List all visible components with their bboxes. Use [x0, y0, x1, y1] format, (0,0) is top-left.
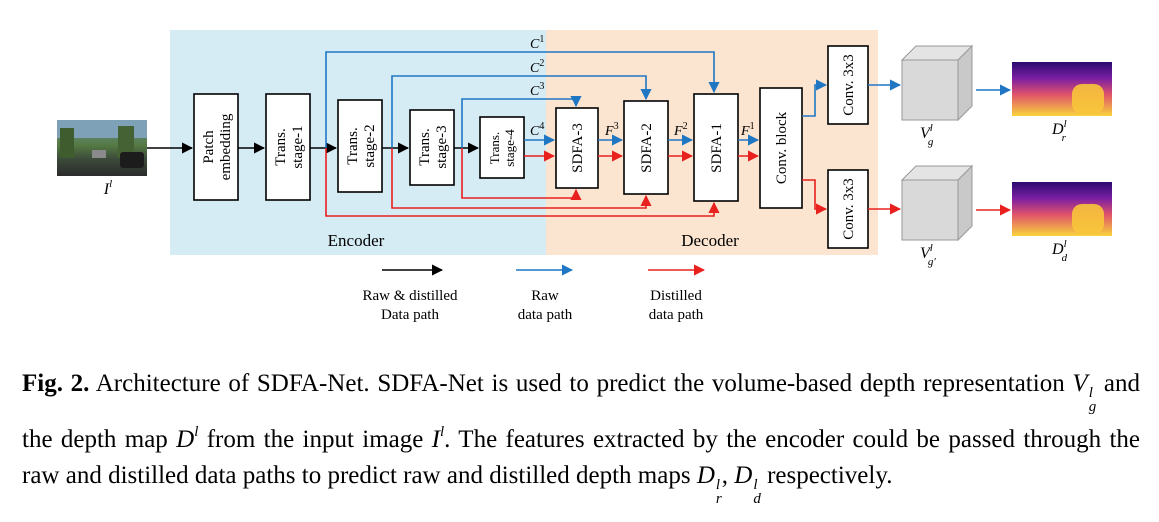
caption-math-i-sup: l — [440, 424, 445, 440]
depth-map-distilled-image — [1012, 182, 1112, 236]
conv-3x3-top-label: Conv. 3x3 — [841, 54, 857, 116]
f2-label: F2 — [673, 121, 688, 139]
sdfa-2-label: SDFA-2 — [639, 123, 655, 173]
sdfa-3-block — [555, 107, 599, 189]
caption-math-dr-sup: l — [715, 477, 721, 493]
decoder-label: Decoder — [681, 231, 739, 250]
input-label: Il — [103, 178, 112, 198]
trans-stage-1-label-2: stage-1 — [290, 125, 306, 168]
svg-text:Trans.stage-1: Trans.stage-1 — [273, 125, 306, 168]
raw-data-paths — [325, 51, 1012, 148]
figure-number: Fig. 2. — [22, 370, 90, 397]
caption-math-i: I — [431, 426, 440, 453]
patch-embedding-block — [193, 93, 239, 201]
patch-embedding-label-2: embedding — [218, 113, 234, 180]
caption-math-v-sub: g — [1088, 399, 1097, 415]
caption-math-dr: D — [696, 462, 715, 489]
svg-text:Trans.stage-4: Trans.stage-4 — [487, 129, 517, 167]
conv-3x3-bottom-label: Conv. 3x3 — [841, 178, 857, 240]
sdfa-3-label: SDFA-3 — [570, 123, 586, 173]
trans-stage-1-label-1: Trans. — [273, 128, 289, 165]
c2-label: C2 — [530, 58, 544, 76]
trans-stage-3-block — [409, 109, 455, 186]
caption-text-2: and the depth map — [22, 370, 1140, 453]
legend-red-line-1: Distilled — [650, 288, 702, 304]
conv-block-label: Conv. block — [774, 111, 790, 184]
caption-math-v-sup: l — [1088, 385, 1093, 401]
svg-text:Patchembedding: Patchembedding — [201, 113, 234, 180]
trans-stage-3-label-2: stage-3 — [434, 125, 450, 168]
caption-sep: , — [721, 462, 735, 489]
legend-red-line-2: data path — [649, 307, 704, 323]
conv-block — [759, 87, 803, 209]
legend-black-line-1: Raw & distilled — [363, 288, 458, 304]
caption-text-3: from the input image — [198, 426, 432, 453]
trans-stage-1-block — [265, 93, 311, 201]
caption-text-1: Architecture of SDFA-Net. SDFA-Net is us… — [95, 370, 1073, 397]
encoder-label: Encoder — [328, 231, 385, 250]
sdfa-2-block — [623, 100, 669, 195]
c4-label: C4 — [530, 121, 544, 139]
trans-stage-2-label-2: stage-2 — [362, 124, 378, 167]
sdfa-1-block — [693, 93, 739, 202]
caption-math-dd-sup: l — [753, 477, 758, 493]
trans-stage-2-block — [337, 99, 383, 193]
volume-vgp-cube — [900, 164, 974, 242]
trans-stage-2-label-1: Trans. — [345, 127, 361, 164]
caption-text-4: . The features extracted by the encoder … — [22, 426, 1140, 489]
legend-black-line-2: Data path — [381, 307, 439, 323]
caption-math-dr-sub: r — [715, 491, 722, 507]
sdfa-1-label: SDFA-1 — [709, 123, 725, 173]
caption-math-v: V — [1072, 370, 1088, 397]
c3-label: C3 — [530, 81, 544, 99]
caption-math-dd: D — [734, 462, 753, 489]
caption-math-d: D — [176, 426, 195, 453]
trans-stage-3-label-1: Trans. — [417, 128, 433, 165]
distilled-data-paths — [325, 148, 1012, 217]
patch-embedding-label-1: Patch — [201, 130, 217, 164]
caption-math-dd-sub: d — [753, 491, 761, 507]
trans-stage-4-block — [479, 116, 525, 179]
c1-label: C1 — [530, 34, 544, 52]
conv-3x3-bottom-block — [827, 169, 869, 249]
f1-label: F1 — [740, 121, 755, 139]
trans-stage-4-label-2: stage-4 — [502, 129, 517, 167]
volume-vg-cube — [900, 44, 974, 122]
svg-text:Trans.stage-2: Trans.stage-2 — [345, 124, 378, 167]
trans-stage-4-label-1: Trans. — [487, 132, 502, 164]
legend-blue-line-2: data path — [518, 307, 573, 323]
legend-blue-line-1: Raw — [531, 288, 559, 304]
architecture-diagram: Encoder Decoder Il Patchembedding Trans.… — [57, 30, 1112, 323]
input-image — [57, 120, 147, 176]
depth-map-raw-image — [1012, 62, 1112, 116]
svg-text:Trans.stage-3: Trans.stage-3 — [417, 125, 450, 168]
figure-caption: Fig. 2. Architecture of SDFA-Net. SDFA-N… — [22, 366, 1140, 507]
caption-text-5: respectively. — [760, 462, 893, 489]
caption-math-d-sup: l — [194, 424, 199, 440]
f3-label: F3 — [604, 121, 619, 139]
